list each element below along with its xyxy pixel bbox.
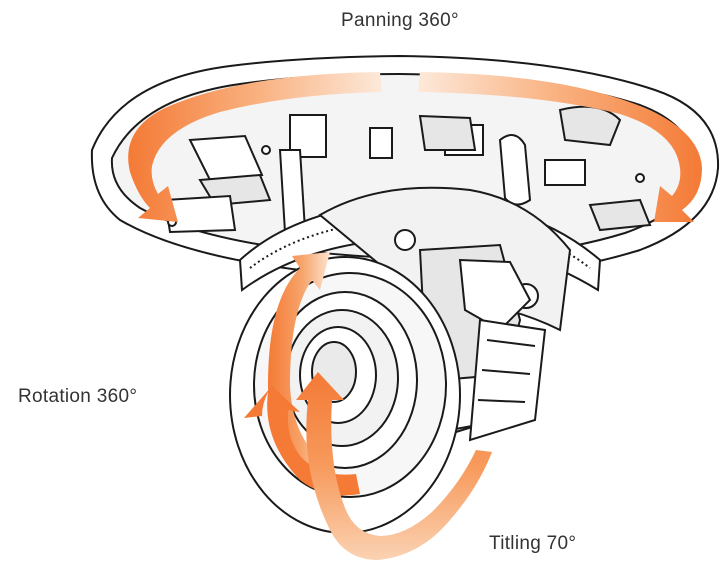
- rotation-label: Rotation 360°: [18, 386, 138, 407]
- tilt-arrow-icon: [296, 372, 492, 560]
- tilting-label: Titling 70°: [489, 533, 577, 554]
- mount-base: [90, 54, 720, 280]
- pan-arrow-icon: [128, 72, 702, 222]
- panning-label: Panning 360°: [341, 10, 459, 31]
- rotation-arrow-icon: [244, 252, 360, 496]
